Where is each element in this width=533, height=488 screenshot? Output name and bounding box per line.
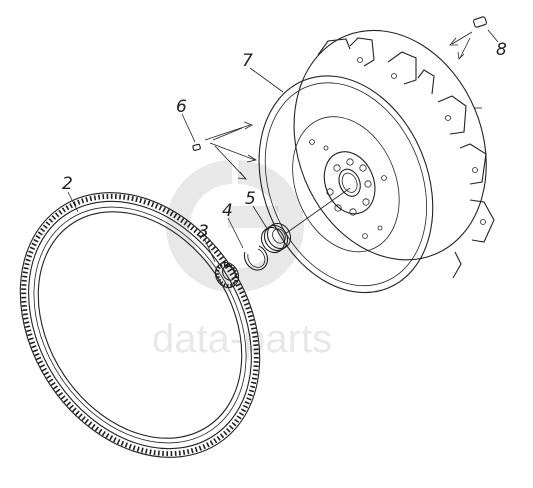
spring-washer xyxy=(260,222,292,254)
leader-lines xyxy=(67,29,499,263)
callout-5: 5 xyxy=(245,189,256,209)
callout-6: 6 xyxy=(176,97,187,117)
dowel-pin xyxy=(192,121,258,180)
watermark-logo xyxy=(166,160,304,292)
callout-4: 4 xyxy=(222,201,233,221)
watermark: data-parts xyxy=(152,160,332,361)
callouts: 2 3 4 5 6 7 8 xyxy=(62,40,507,242)
callout-2: 2 xyxy=(62,174,73,194)
callout-3: 3 xyxy=(198,222,209,242)
ring-gear xyxy=(19,192,261,458)
callout-7: 7 xyxy=(242,51,253,71)
pin xyxy=(449,16,487,60)
callout-8: 8 xyxy=(496,40,507,60)
retaining-ring xyxy=(243,245,269,271)
flywheel xyxy=(258,29,495,294)
bearing xyxy=(214,261,240,289)
